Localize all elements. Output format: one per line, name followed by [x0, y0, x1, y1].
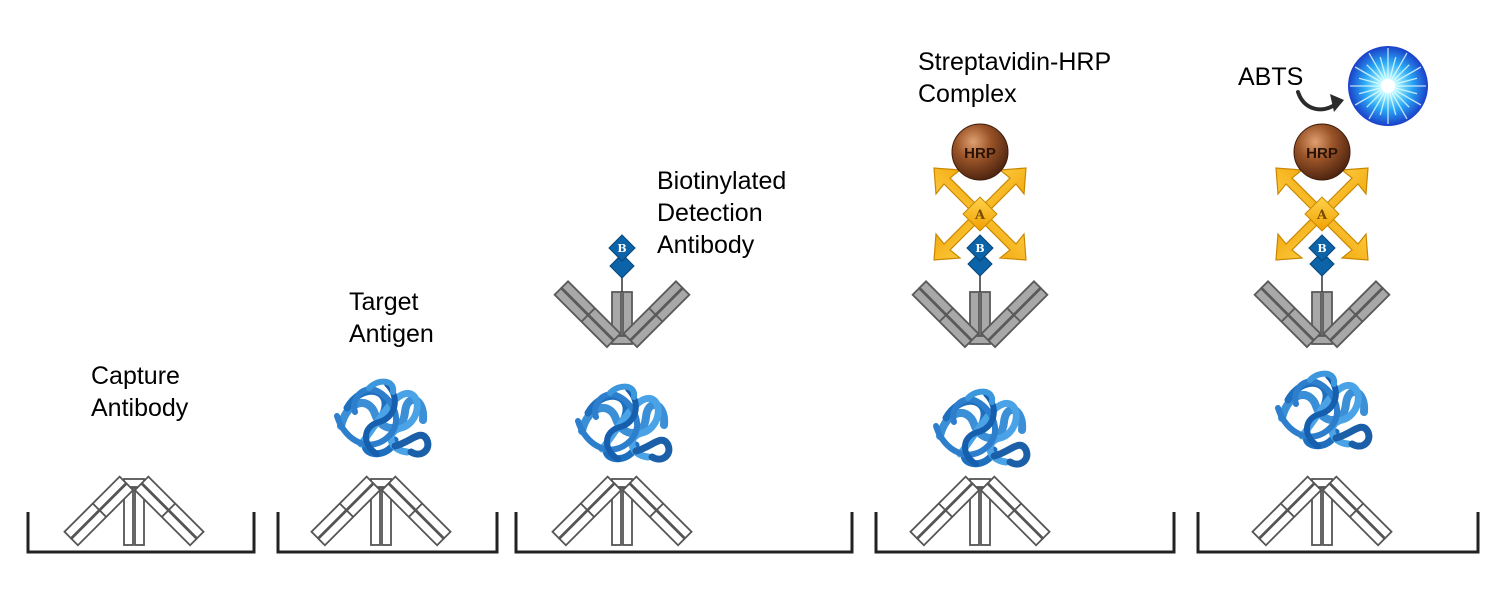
streptavidin-cross-icon: A	[933, 167, 1027, 261]
streptavidin-glyph: A	[1316, 208, 1328, 223]
label-line: Capture	[91, 362, 180, 390]
antibody-arm-right	[1322, 280, 1391, 349]
antibody-arm-left	[310, 475, 382, 547]
assay-step: B	[514, 234, 854, 554]
capture-antibody-icon	[909, 475, 1051, 547]
label-line: Complex	[918, 80, 1017, 108]
assay-step	[26, 475, 256, 554]
label-line: Antigen	[349, 320, 434, 348]
label-line: Biotinylated	[657, 167, 787, 195]
biotin-glyph: B	[1317, 242, 1326, 255]
antibody-arm-left	[63, 475, 135, 547]
label-line: Antibody	[91, 394, 189, 422]
antibody-arm-left	[911, 280, 980, 349]
antigen-protein-icon	[334, 378, 432, 458]
label-line: Antibody	[657, 231, 755, 259]
streptavidin-cross-icon: A	[1275, 167, 1369, 261]
assay-step	[276, 378, 499, 554]
biotin-diamond-icon: B	[966, 234, 994, 262]
hrp-sphere-icon: HRP	[951, 123, 1009, 181]
antibody-arm-right	[622, 280, 691, 349]
curved-arrow-icon	[1296, 90, 1344, 112]
well-bracket-icon	[276, 512, 499, 554]
antibody-arm-right	[979, 475, 1051, 547]
capture-antibody-icon	[310, 475, 452, 547]
label-line: Target	[349, 288, 419, 316]
biotin-glyph: B	[975, 242, 984, 255]
hrp-glyph: HRP	[1306, 145, 1338, 162]
antibody-arm-left	[1251, 475, 1323, 547]
antibody-arm-right	[1321, 475, 1393, 547]
well-bracket-icon	[514, 512, 854, 554]
label-line: Streptavidin-HRP	[918, 48, 1112, 76]
abts-burst-icon	[1348, 46, 1428, 126]
antibody-arm-left	[553, 280, 622, 349]
detection-antibody-icon	[553, 280, 691, 349]
biotin-lower-diamond-icon	[967, 251, 993, 277]
label-biotinylated-detection-antibody: Biotinylated Detection Antibody	[657, 165, 786, 261]
antibody-arm-left	[1253, 280, 1322, 349]
biotin-diamond-icon: B	[1308, 234, 1336, 262]
assay-step: A B HRP	[874, 123, 1176, 554]
label-abts: ABTS	[1238, 61, 1303, 93]
capture-antibody-icon	[63, 475, 205, 547]
capture-antibody-icon	[1251, 475, 1393, 547]
antibody-arm-right	[380, 475, 452, 547]
antibody-arm-right	[133, 475, 205, 547]
antigen-protein-icon	[575, 383, 673, 463]
well-bracket-icon	[1196, 512, 1480, 554]
label-line: Detection	[657, 199, 763, 227]
antigen-protein-icon	[933, 388, 1031, 468]
biotin-diamond-icon: B	[608, 234, 636, 262]
antibody-arm-right	[621, 475, 693, 547]
hrp-glyph: HRP	[964, 145, 996, 162]
biotin-glyph: B	[617, 242, 626, 255]
well-bracket-icon	[874, 512, 1176, 554]
detection-antibody-icon	[911, 280, 1049, 349]
assay-step: A B HRP	[1196, 46, 1480, 554]
antigen-protein-icon	[1275, 370, 1373, 450]
streptavidin-glyph: A	[974, 208, 986, 223]
detection-antibody-icon	[1253, 280, 1391, 349]
label-streptavidin-hrp-complex: Streptavidin-HRP Complex	[918, 46, 1111, 110]
label-line: ABTS	[1238, 63, 1304, 91]
label-capture-antibody: Capture Antibody	[91, 360, 188, 424]
biotin-lower-diamond-icon	[609, 253, 635, 279]
label-target-antigen: Target Antigen	[349, 286, 434, 350]
antibody-arm-right	[980, 280, 1049, 349]
antibody-arm-left	[551, 475, 623, 547]
biotin-lower-diamond-icon	[1309, 251, 1335, 277]
well-bracket-icon	[26, 512, 256, 554]
antibody-arm-left	[909, 475, 981, 547]
hrp-sphere-icon: HRP	[1293, 123, 1351, 181]
capture-antibody-icon	[551, 475, 693, 547]
